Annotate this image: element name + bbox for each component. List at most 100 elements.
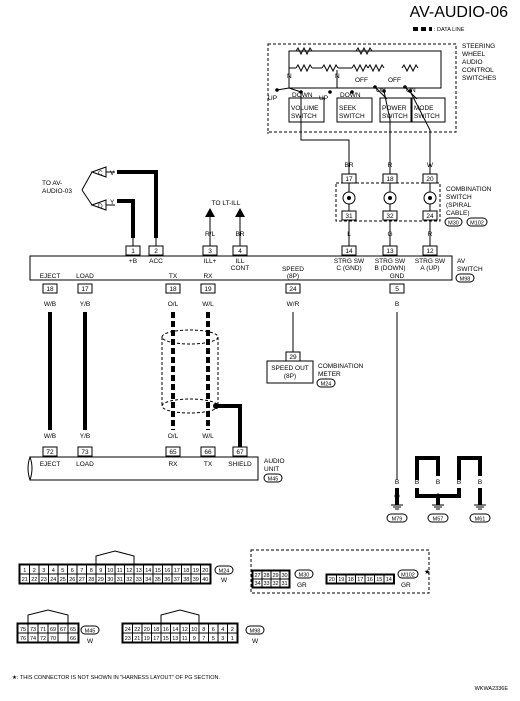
svg-text:W/B: W/B xyxy=(44,301,56,308)
terminal-cell xyxy=(200,573,211,584)
terminal-number: 24 xyxy=(125,627,131,633)
svg-text:67: 67 xyxy=(236,449,244,456)
terminal-number: 21 xyxy=(22,577,28,583)
terminal-number: 5 xyxy=(61,568,64,574)
terminal-number: 16 xyxy=(164,568,170,574)
terminal-number: 13 xyxy=(172,636,178,642)
svg-text:STRG SW: STRG SW xyxy=(375,258,406,265)
svg-text:BR: BR xyxy=(344,162,353,169)
svg-text:MODE: MODE xyxy=(414,105,434,112)
svg-text:DOWN: DOWN xyxy=(292,92,313,99)
svg-text:ON: ON xyxy=(406,87,416,94)
svg-text:20: 20 xyxy=(426,176,434,183)
svg-text:M45: M45 xyxy=(268,477,279,483)
svg-text:17: 17 xyxy=(345,176,353,183)
svg-text:M98: M98 xyxy=(460,277,471,283)
svg-text:M79: M79 xyxy=(392,517,403,523)
svg-text:N: N xyxy=(287,73,292,80)
svg-text:2: 2 xyxy=(154,248,158,255)
svg-text:STEERING: STEERING xyxy=(462,43,495,50)
svg-text:G: G xyxy=(387,231,392,238)
svg-text:M24: M24 xyxy=(321,382,332,388)
terminal-number: 33 xyxy=(263,581,269,587)
terminal-number: 19 xyxy=(193,568,199,574)
connector-body xyxy=(251,569,291,589)
connector-body xyxy=(121,622,239,644)
terminal-number: 33 xyxy=(136,577,142,583)
svg-text:SPEED OUT: SPEED OUT xyxy=(271,365,309,372)
terminal-number: 14 xyxy=(386,577,392,583)
svg-text:73: 73 xyxy=(81,449,89,456)
svg-text:W/L: W/L xyxy=(202,301,214,308)
to-av-audio-03: TO AV- AUDIO-03 C D V Y xyxy=(42,166,158,238)
svg-text:SWITCH: SWITCH xyxy=(446,194,472,201)
to-lt-ill: TO LT-ILL xyxy=(205,200,245,238)
svg-text:29: 29 xyxy=(289,354,297,361)
svg-text:GND: GND xyxy=(390,273,405,280)
svg-text:W/L: W/L xyxy=(202,433,214,440)
terminal-number: 12 xyxy=(126,568,132,574)
svg-text:M30: M30 xyxy=(448,221,459,227)
svg-text:B: B xyxy=(395,479,399,486)
terminal-number: 30 xyxy=(107,577,113,583)
svg-text:+B: +B xyxy=(129,258,137,265)
terminal-number: 22 xyxy=(31,577,37,583)
svg-text:ACC: ACC xyxy=(149,258,163,265)
terminal-number: 67 xyxy=(60,627,66,633)
svg-text:TX: TX xyxy=(204,461,213,468)
svg-text:DOWN: DOWN xyxy=(340,92,361,99)
svg-text:18: 18 xyxy=(169,286,177,293)
terminal-number: 10 xyxy=(107,568,113,574)
svg-text:(8P): (8P) xyxy=(287,273,299,280)
av-top-pins: Y V R/L BR L G R 1 2 3 4 14 13 12 xyxy=(125,231,438,256)
terminal-number: 29 xyxy=(272,573,278,579)
svg-text:SWITCH: SWITCH xyxy=(382,113,408,120)
svg-text:V: V xyxy=(110,170,115,177)
svg-text:V: V xyxy=(154,231,159,238)
terminal-number: 69 xyxy=(50,627,56,633)
svg-text:13: 13 xyxy=(386,248,394,255)
svg-text:24: 24 xyxy=(426,213,434,220)
terminal-number: 29 xyxy=(98,577,104,583)
svg-text:OFF: OFF xyxy=(388,77,401,84)
terminal-number: 14 xyxy=(145,568,151,574)
terminal-number: 30 xyxy=(281,573,287,579)
terminal-cell xyxy=(57,632,69,643)
svg-text:R: R xyxy=(428,231,433,238)
svg-text:CABLE): CABLE) xyxy=(446,210,469,217)
svg-text:GR: GR xyxy=(297,582,307,589)
terminal-cell xyxy=(279,578,290,588)
svg-text:OFF: OFF xyxy=(355,77,368,84)
svg-text:B: B xyxy=(457,479,461,486)
terminal-number: 25 xyxy=(60,577,66,583)
svg-text:ON: ON xyxy=(376,87,386,94)
svg-text:W/B: W/B xyxy=(44,433,56,440)
terminal-number: 31 xyxy=(117,577,123,583)
terminal-number: 1 xyxy=(231,636,234,642)
terminal-number: 4 xyxy=(52,568,55,574)
terminal-number: 20 xyxy=(329,577,335,583)
terminal-number: 19 xyxy=(144,636,150,642)
terminal-number: 74 xyxy=(30,636,36,642)
svg-text:W: W xyxy=(221,577,228,584)
svg-text:Y/B: Y/B xyxy=(80,433,90,440)
terminal-number: 71 xyxy=(40,627,46,633)
combination-meter: 29 SPEED OUT (8P) COMBINATION METER M24 xyxy=(266,312,364,388)
terminal-number: 5 xyxy=(212,636,215,642)
svg-text:M24: M24 xyxy=(219,569,230,575)
svg-text:UNIT: UNIT xyxy=(264,466,279,473)
svg-text:M45: M45 xyxy=(85,629,96,635)
svg-text:SPEED: SPEED xyxy=(282,266,304,273)
terminal-number: 10 xyxy=(191,627,197,633)
terminal-number: 66 xyxy=(70,636,76,642)
connector-body xyxy=(325,573,395,585)
terminal-number: 31 xyxy=(281,581,287,587)
terminal-number: 1 xyxy=(23,568,26,574)
svg-text:4: 4 xyxy=(238,248,242,255)
svg-text:R/L: R/L xyxy=(205,231,216,238)
svg-text:COMBINATION: COMBINATION xyxy=(446,186,492,193)
terminal-number: 13 xyxy=(136,568,142,574)
terminal-number: 18 xyxy=(153,627,159,633)
steering-switch-block: N N UP DOWN UP DOWN OFF ON OFF ON VOLUME… xyxy=(267,43,497,133)
